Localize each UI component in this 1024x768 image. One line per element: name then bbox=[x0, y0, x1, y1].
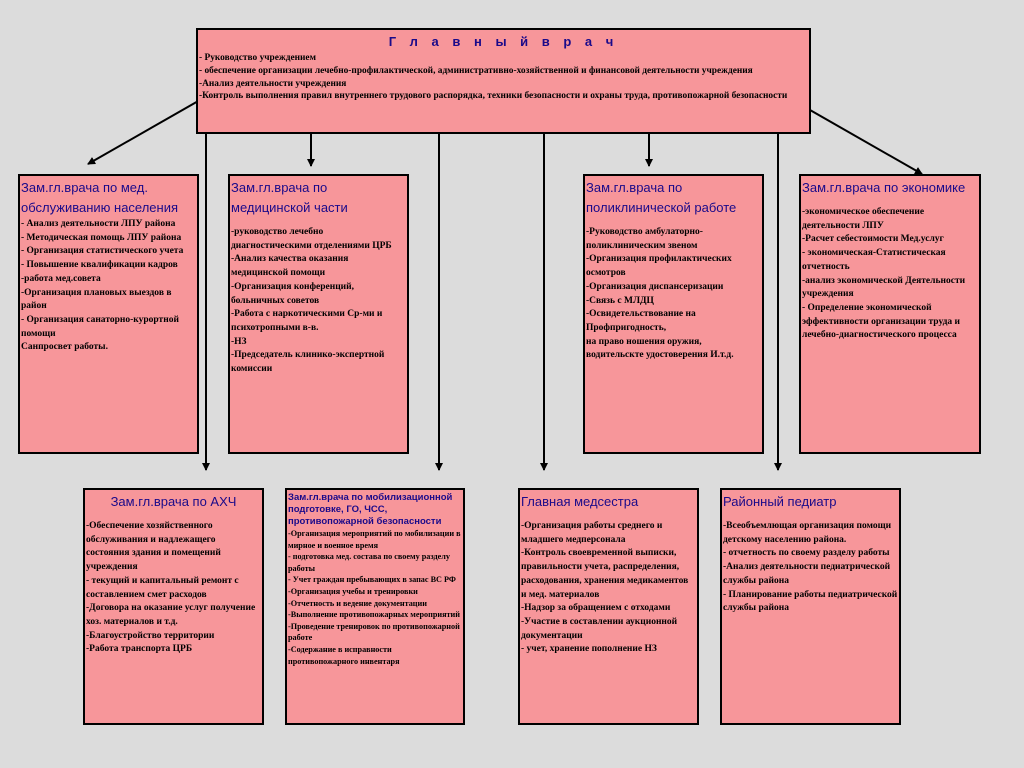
duty-item: -Руководство амбулаторно-поликлиническим… bbox=[586, 227, 703, 251]
head-nurse-box: Главная медсестра -Организация работы ср… bbox=[518, 488, 699, 725]
duty-item: - текущий и капитальный ремонт с составл… bbox=[86, 575, 239, 600]
deputy-medical-part-box: Зам.гл.врача по медицинской части -руков… bbox=[228, 174, 409, 454]
chief-duty: -Анализ деятельности учреждения bbox=[199, 78, 347, 89]
duty-item: -Связь с МЛДЦ bbox=[586, 295, 654, 306]
head-nurse-title: Главная медсестра bbox=[521, 494, 639, 509]
district-pediatrician-title: Районный педиатр bbox=[723, 494, 837, 509]
deputy-polyclinic-box: Зам.гл.врача по поликлинической работе -… bbox=[583, 174, 764, 454]
deputy-ahch-box: Зам.гл.врача по АХЧ -Обеспечение хозяйст… bbox=[83, 488, 264, 725]
duty-item: - Организация статистического учета bbox=[21, 246, 184, 257]
duty-item: -Благоустройство территории bbox=[86, 630, 215, 641]
duty-item: -Организация плановых выездов в район bbox=[21, 287, 172, 312]
duty-item: -Расчет себестоимости Мед.услуг bbox=[802, 234, 944, 245]
deputy-medical-part-title: Зам.гл.врача по медицинской части bbox=[231, 180, 348, 215]
deputy-economics-box: Зам.гл.врача по экономике -экономическое… bbox=[799, 174, 981, 454]
duty-item: -Договора на оказание услуг получение хо… bbox=[86, 603, 256, 627]
deputy-polyclinic-title: Зам.гл.врача по поликлинической работе bbox=[586, 180, 737, 215]
duty-item: -Проведение тренировок по противопожарно… bbox=[288, 621, 460, 643]
chief-duty: -Контроль выполнения правил внутреннего … bbox=[199, 91, 788, 102]
duty-item: -Всеобъемлющая организация помощи детско… bbox=[723, 521, 892, 545]
duty-item: - подготовка мед. состава по своему разд… bbox=[288, 552, 450, 573]
deputy-med-service-box: Зам.гл.врача по мед. обслуживанию населе… bbox=[18, 174, 199, 454]
duty-item: Санпросвет работы. bbox=[21, 342, 108, 353]
deputy-ahch-title: Зам.гл.врача по АХЧ bbox=[110, 494, 237, 509]
arrow-to-med-service bbox=[87, 99, 201, 165]
duty-item: -Анализ деятельности педиатрической служ… bbox=[723, 562, 891, 586]
deputy-med-service-title: Зам.гл.врача по мед. обслуживанию населе… bbox=[21, 180, 179, 215]
chief-physician-title: Г л а в н ы й в р а ч bbox=[388, 34, 619, 49]
deputy-economics-title: Зам.гл.врача по экономике bbox=[802, 180, 966, 195]
duty-item: -руководство лечебно диагностическими от… bbox=[231, 227, 392, 251]
duty-item: -Выполнение противопожарных мероприятий bbox=[288, 610, 460, 620]
duty-item: -Обеспечение хозяйственного обслуживания… bbox=[86, 521, 221, 573]
duty-item: -Контроль своевременной выписки, правиль… bbox=[521, 548, 689, 600]
duty-item: -Организация мероприятий по мобилизации … bbox=[288, 529, 461, 550]
duty-item: -Участие в составлении аукционной докуме… bbox=[521, 616, 678, 641]
duty-item: - отчетность по своему разделу работы bbox=[723, 548, 890, 559]
duty-item: - Определение экономической эффективност… bbox=[802, 302, 961, 341]
duty-item: - Планирование работы педиатрической слу… bbox=[723, 589, 898, 614]
duty-item: - Методическая помощь ЛПУ района bbox=[21, 232, 182, 243]
duty-item: -Анализ качества оказания медицинской по… bbox=[231, 254, 349, 279]
duty-item: -Надзор за обращением с отходами bbox=[521, 603, 671, 614]
duty-item: -Работа с наркотическими Ср-ми и психотр… bbox=[231, 309, 383, 333]
duty-item: -Организация диспансеризации bbox=[586, 281, 724, 292]
duty-item: - Анализ деятельности ЛПУ района bbox=[21, 219, 176, 229]
duty-item: -Работа транспорта ЦРБ bbox=[86, 644, 193, 655]
duty-item: -Отчетность и ведение документации bbox=[288, 598, 427, 608]
duty-item: - учет, хранение пополнение НЗ bbox=[521, 644, 657, 655]
duty-item: -работа мед.совета bbox=[21, 273, 101, 284]
chief-duty: - обеспечение организации лечебно-профил… bbox=[199, 65, 753, 76]
duty-item: на право ношения оружия, водительскте уд… bbox=[586, 336, 734, 361]
duty-item: - экономическая-Статистическая отчетност… bbox=[802, 248, 946, 272]
duty-item: -НЗ bbox=[231, 336, 247, 347]
duty-item: -Организация учебы и тренировки bbox=[288, 586, 418, 596]
duty-item: -анализ экономической Деятельности учреж… bbox=[802, 275, 966, 300]
duty-item: -Председатель клинико-экспертной комисси… bbox=[231, 350, 385, 375]
duty-item: -Освидетельствование на Профпригодность, bbox=[586, 309, 696, 333]
duty-item: -Содержание в исправности противопожарно… bbox=[288, 644, 400, 666]
duty-item: -Организация конференций, больничных сов… bbox=[231, 281, 355, 306]
duty-item: - Учет граждан пребывающих в запас ВС РФ bbox=[288, 575, 456, 585]
chief-physician-box: Г л а в н ы й в р а ч - Руководство учре… bbox=[196, 28, 811, 134]
duty-item: -Организация профилактических осмотров bbox=[586, 254, 732, 279]
arrow-to-economics bbox=[809, 109, 923, 175]
duty-item: -Организация работы среднего и младшего … bbox=[521, 521, 663, 545]
deputy-mobilization-box: Зам.гл.врача по мобилизационной подготов… bbox=[285, 488, 465, 725]
chief-duty: - Руководство учреждением bbox=[199, 53, 316, 63]
duty-item: -экономическое обеспечение деятельности … bbox=[802, 207, 925, 231]
duty-item: - Организация санаторно-курортной помощи bbox=[21, 314, 179, 339]
district-pediatrician-box: Районный педиатр -Всеобъемлющая организа… bbox=[720, 488, 901, 725]
deputy-mobilization-title: Зам.гл.врача по мобилизационной подготов… bbox=[288, 492, 453, 527]
duty-item: - Повышение квалификации кадров bbox=[21, 260, 178, 271]
